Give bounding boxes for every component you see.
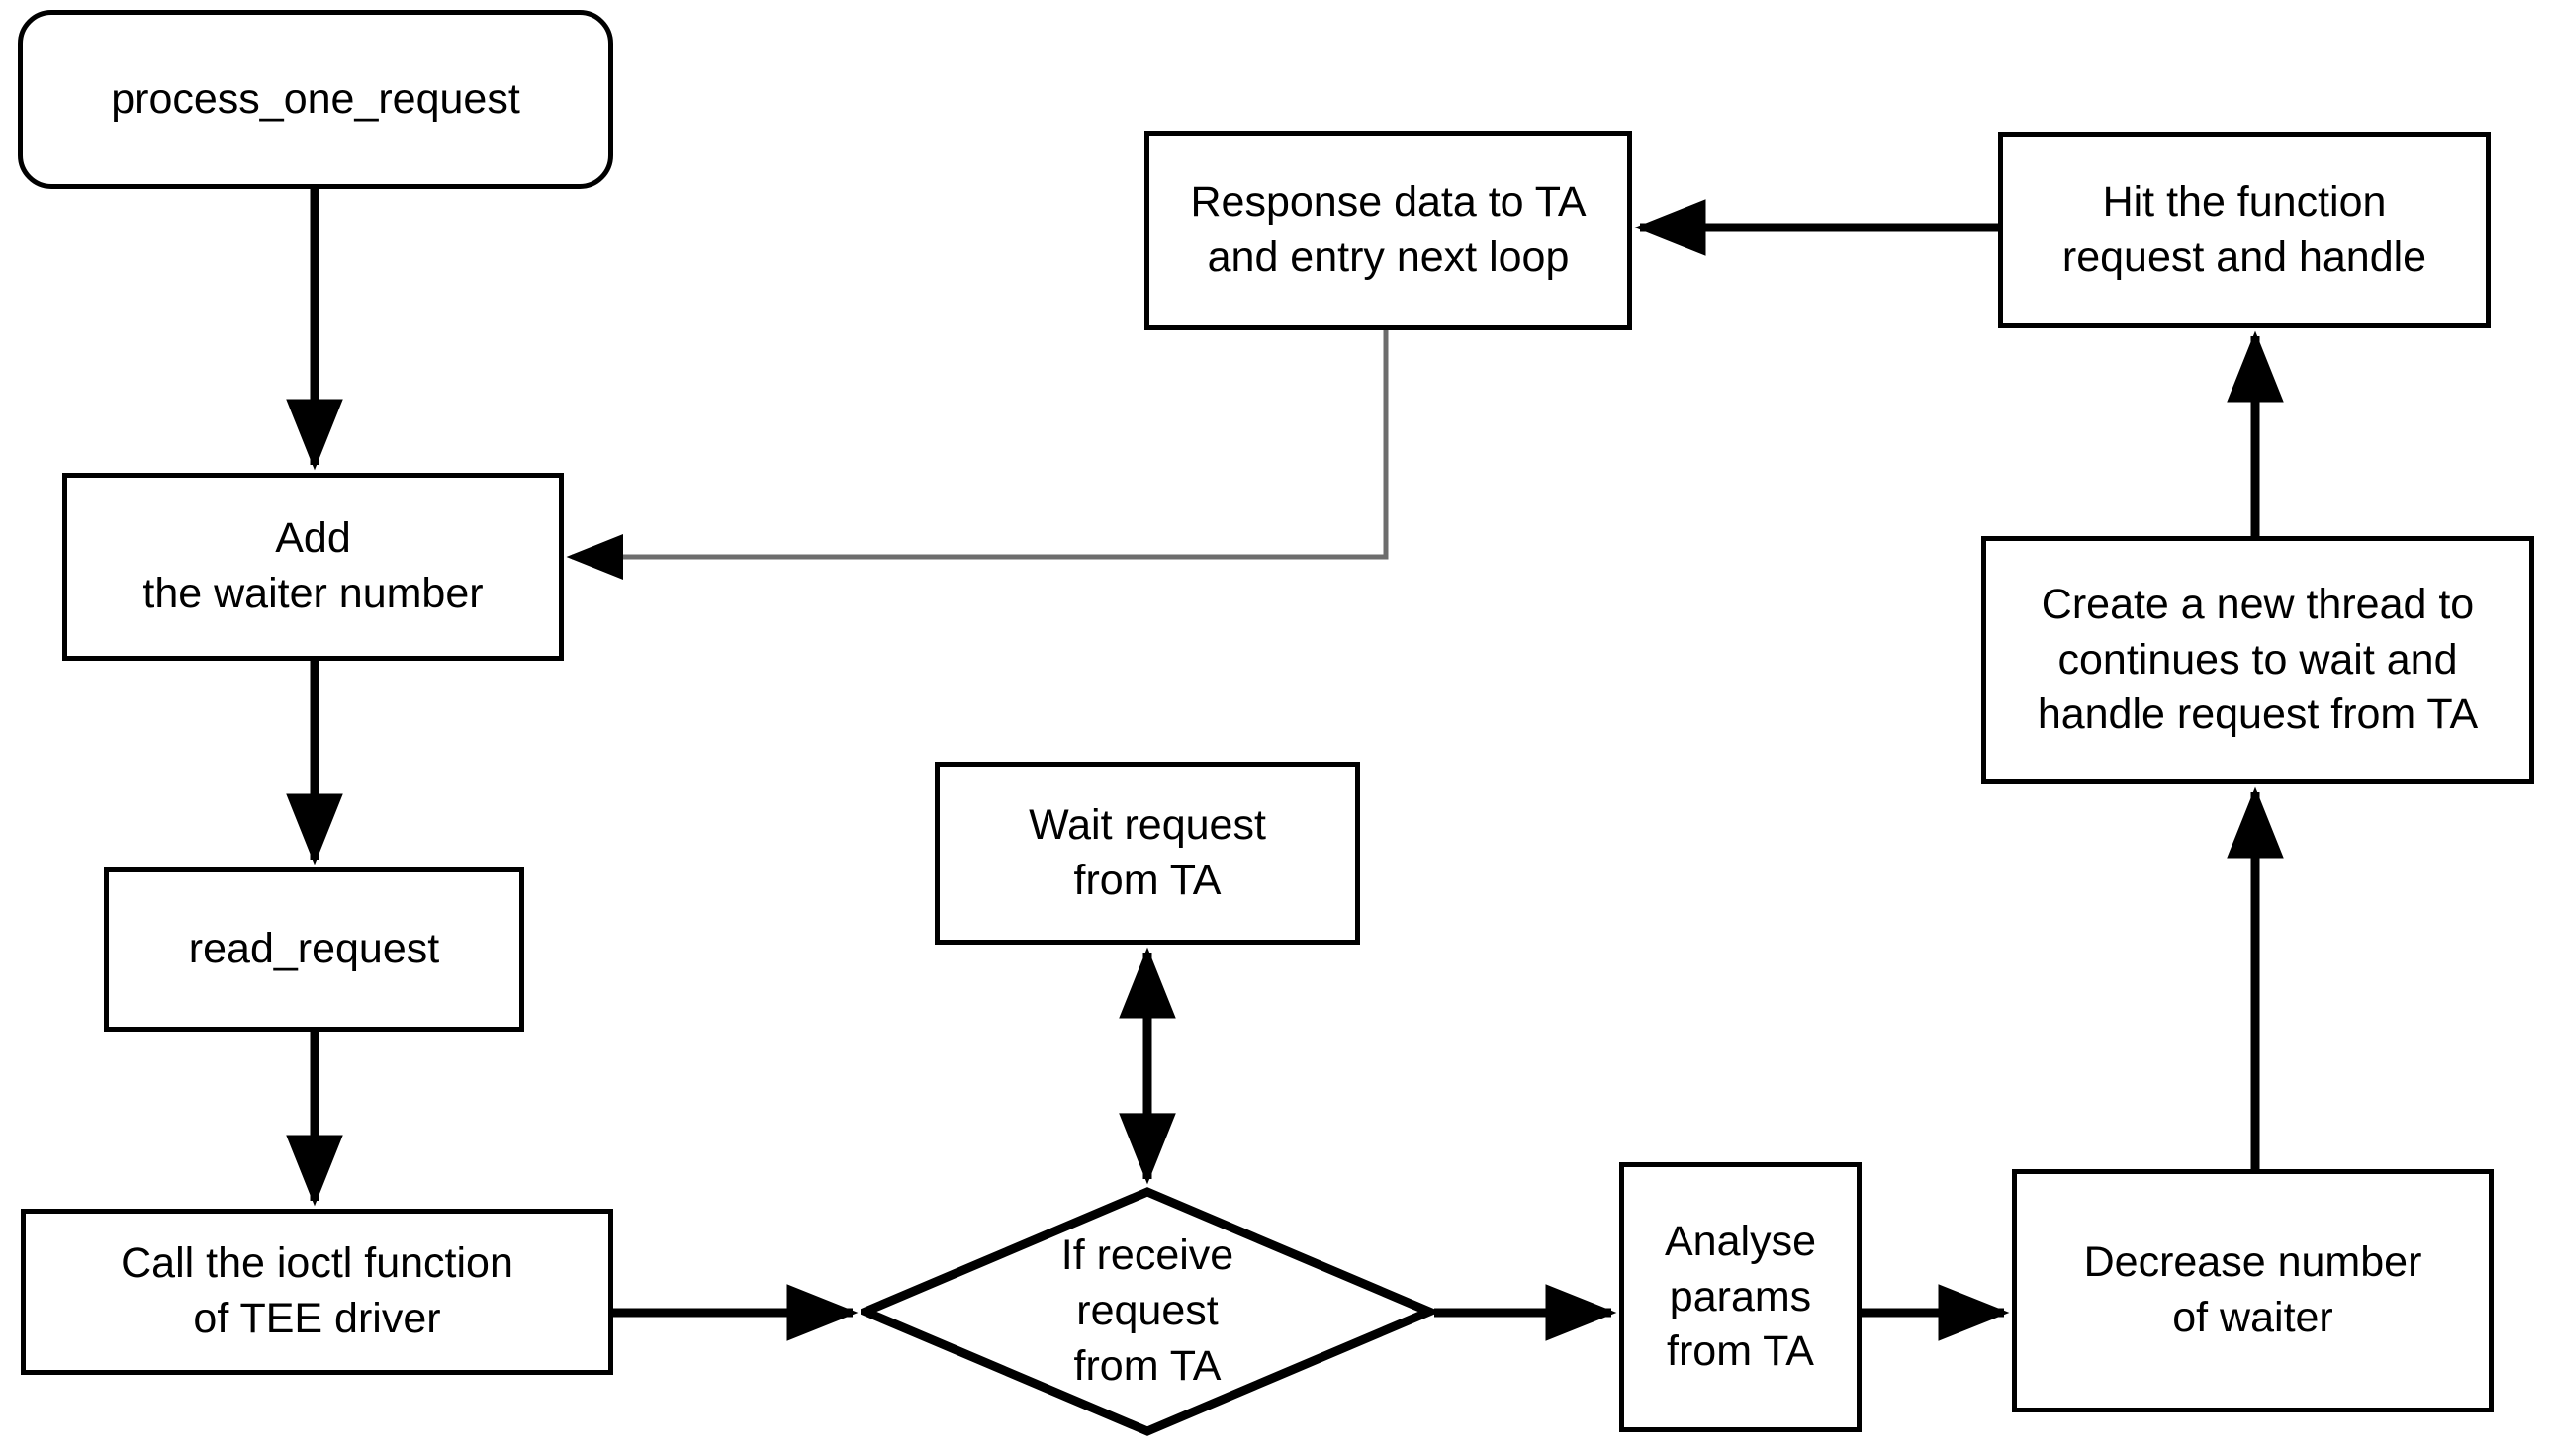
node-label: process_one_request	[111, 74, 520, 123]
node-create-new-thread[interactable]: Create a new thread to continues to wait…	[1981, 536, 2534, 784]
node-decrease-number-of-waiter[interactable]: Decrease number of waiter	[2012, 1169, 2494, 1412]
node-process-one-request[interactable]: process_one_request	[18, 10, 613, 189]
node-label: Hit the function request and handle	[2061, 177, 2427, 281]
node-label: Create a new thread to continues to wait…	[2037, 580, 2479, 739]
node-label: If receive request from TA	[1060, 1231, 1234, 1390]
diamond-shape	[861, 1187, 1434, 1436]
node-add-waiter-number[interactable]: Add the waiter number	[62, 473, 564, 661]
node-read-request[interactable]: read_request	[104, 867, 524, 1032]
node-hit-function-request[interactable]: Hit the function request and handle	[1998, 132, 2491, 328]
node-label: Call the ioctl function of TEE driver	[121, 1239, 513, 1342]
edge-response-to-add	[566, 330, 1389, 580]
node-label: Wait request from TA	[1029, 800, 1266, 904]
node-label: Add the waiter number	[142, 514, 484, 617]
node-label: Analyse params from TA	[1665, 1217, 1816, 1376]
node-analyse-params-from-ta[interactable]: Analyse params from TA	[1619, 1162, 1862, 1432]
node-wait-request-from-ta[interactable]: Wait request from TA	[935, 762, 1360, 945]
node-response-data-to-ta[interactable]: Response data to TA and entry next loop	[1144, 131, 1632, 330]
node-label: read_request	[188, 925, 440, 973]
node-if-receive-request[interactable]: If receive request from TA	[861, 1187, 1434, 1436]
node-label: Decrease number of waiter	[2083, 1238, 2422, 1341]
node-call-ioctl-function[interactable]: Call the ioctl function of TEE driver	[21, 1209, 613, 1375]
node-label: Response data to TA and entry next loop	[1190, 178, 1587, 281]
